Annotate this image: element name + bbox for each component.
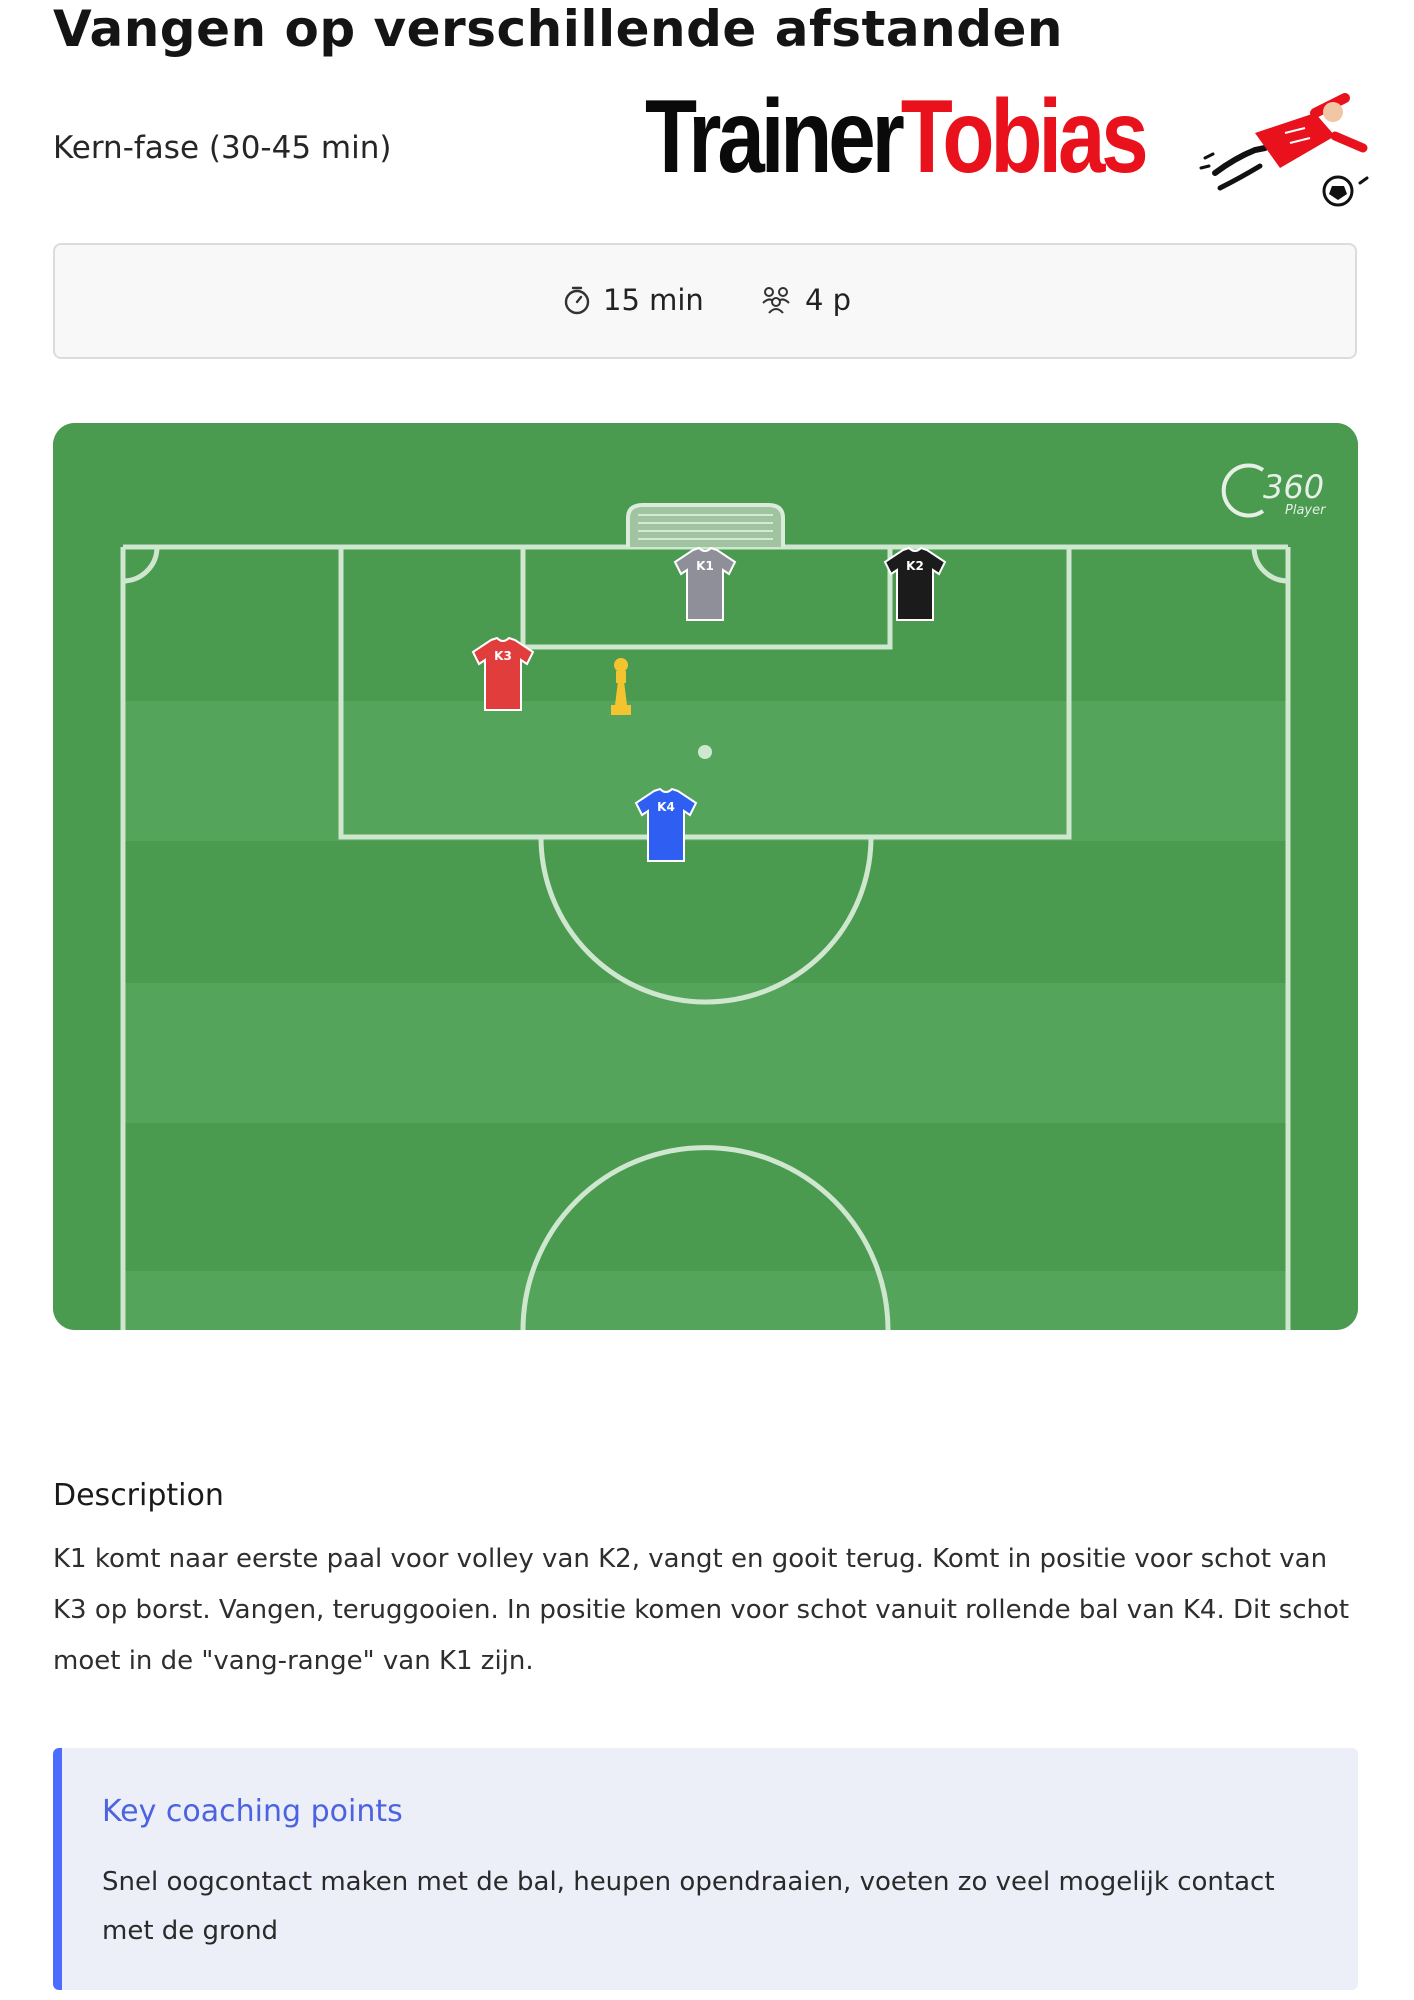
player-shirt-k1: K1 bbox=[673, 546, 737, 621]
player-label: K3 bbox=[494, 649, 512, 663]
description-heading: Description bbox=[53, 1478, 224, 1513]
watermark-text: 360 bbox=[1263, 468, 1324, 506]
coaching-points-box: Key coaching points Snel oogcontact make… bbox=[53, 1748, 1358, 1990]
page-title: Vangen op verschillende afstanden bbox=[53, 0, 1064, 58]
player-shirt-k3: K3 bbox=[471, 636, 535, 711]
penalty-spot bbox=[698, 745, 712, 759]
goalkeeper-logo-icon bbox=[1199, 93, 1369, 207]
player-label: K4 bbox=[657, 800, 675, 814]
logo-text-tobias: Tobias bbox=[900, 78, 1149, 195]
coaching-points-text: Snel oogcontact maken met de bal, heupen… bbox=[102, 1867, 1275, 1946]
watermark-subtext: Player bbox=[1285, 503, 1327, 518]
players-icon bbox=[762, 287, 790, 314]
cone-icon bbox=[611, 658, 631, 715]
description-text: K1 komt naar eerste paal voor volley van… bbox=[53, 1544, 1350, 1676]
logo-text-trainer: Trainer bbox=[645, 78, 905, 195]
phase-subtitle: Kern-fase (30-45 min) bbox=[53, 130, 392, 166]
duration-info: 15 min bbox=[563, 283, 704, 317]
duration-value: 15 min bbox=[603, 283, 704, 317]
coaching-points-title: Key coaching points bbox=[102, 1794, 403, 1829]
player-label: K2 bbox=[906, 559, 924, 573]
session-info-bar: 15 min 4 p bbox=[53, 243, 1357, 359]
player-label: K1 bbox=[696, 559, 714, 573]
stopwatch-icon bbox=[564, 286, 590, 315]
players-info: 4 p bbox=[759, 283, 851, 317]
goal bbox=[626, 503, 785, 547]
360-player-watermark-icon: 360 Player bbox=[1221, 463, 1327, 518]
player-shirt-k2: K2 bbox=[883, 546, 947, 621]
players-value: 4 p bbox=[805, 283, 852, 317]
player-shirt-k4: K4 bbox=[634, 787, 698, 862]
